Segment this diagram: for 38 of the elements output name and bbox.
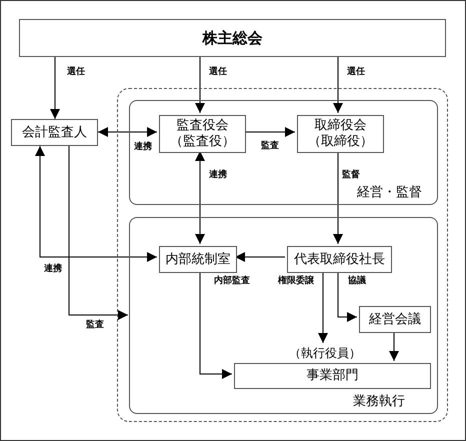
edge-label: 内部監査 bbox=[213, 277, 251, 287]
group-panel bbox=[129, 217, 438, 414]
arrow bbox=[200, 270, 232, 379]
group-label: 経営・監督 bbox=[357, 184, 422, 201]
arrow bbox=[389, 330, 399, 362]
edge-label: 監査 bbox=[260, 142, 280, 152]
arrow bbox=[333, 150, 343, 244]
organization-box: 監査役会 （監査役） bbox=[159, 115, 246, 153]
group-panel bbox=[129, 100, 438, 205]
organization-box: 代表取締役社長 bbox=[287, 246, 392, 273]
arrow bbox=[318, 270, 328, 344]
double-arrow bbox=[35, 146, 158, 262]
arrow bbox=[338, 270, 358, 322]
edge-label: 協議 bbox=[347, 277, 367, 287]
edge-label: 権限委譲 bbox=[277, 277, 315, 287]
edge-label: 連携 bbox=[208, 171, 228, 181]
organization-box: 事業部門 bbox=[234, 363, 431, 389]
organization-box: 会計監査人 bbox=[11, 119, 98, 146]
organization-box: 内部統制室 bbox=[159, 246, 237, 273]
edge-label: 選任 bbox=[208, 68, 228, 78]
edge-label: 選任 bbox=[66, 68, 86, 78]
edge-label: 選任 bbox=[346, 68, 366, 78]
arrow bbox=[333, 56, 343, 114]
organization-box: 取締役会 （取締役） bbox=[297, 115, 384, 153]
double-arrow bbox=[195, 150, 205, 244]
arrow bbox=[68, 146, 128, 320]
double-arrow bbox=[98, 127, 158, 137]
edge-label: 監査 bbox=[85, 321, 105, 331]
edge-label: 監督 bbox=[341, 171, 361, 181]
organization-box: 経営会議 bbox=[359, 306, 431, 333]
edge-label: 連携 bbox=[43, 265, 63, 275]
group-label: 業務執行 bbox=[353, 393, 405, 410]
arrow bbox=[195, 56, 205, 114]
arrow bbox=[50, 56, 60, 120]
role-label: （執行役員） bbox=[292, 345, 358, 362]
edge-label: 連携 bbox=[133, 143, 153, 153]
organization-box: 株主総会 bbox=[19, 19, 446, 57]
dashed-boundary bbox=[117, 88, 448, 422]
